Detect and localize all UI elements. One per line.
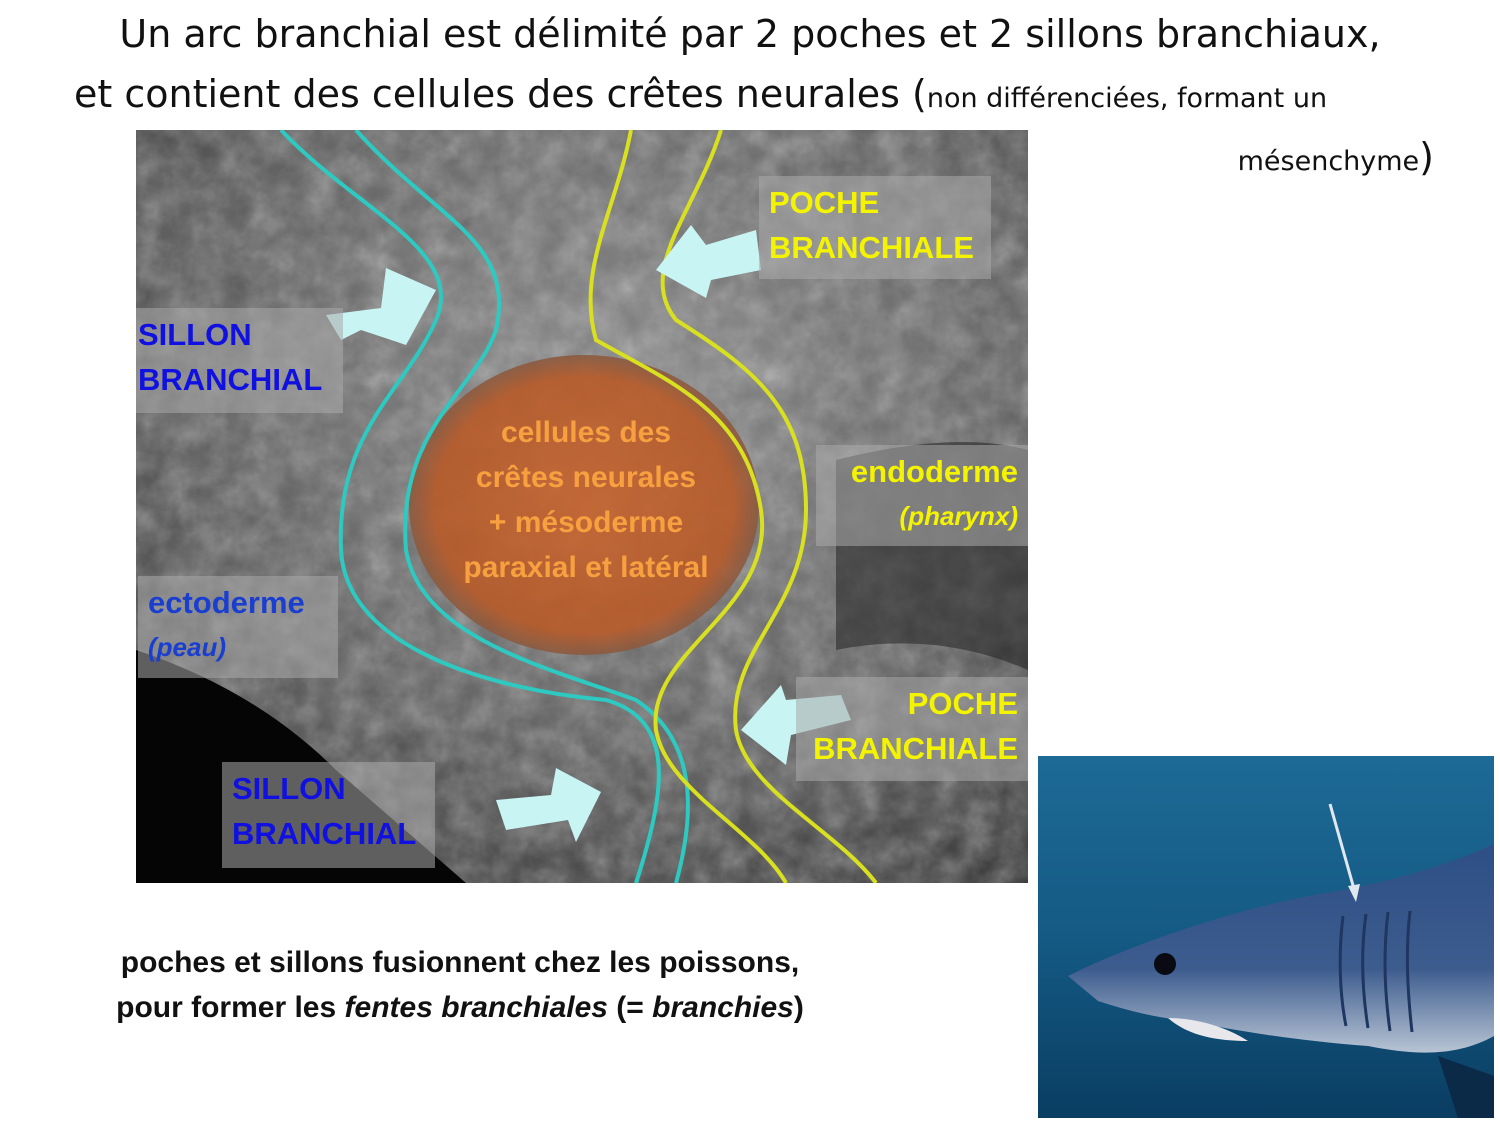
shark-eye (1154, 953, 1176, 975)
caption-italic: fentes branchiales (344, 991, 608, 1024)
label-sillon-top: SILLON BRANCHIAL (136, 308, 343, 413)
label-text: SILLON (232, 771, 346, 806)
label-text: + mésoderme (488, 506, 684, 539)
label-sillon-bottom: SILLON BRANCHIAL (222, 762, 435, 868)
label-text: BRANCHIALE (813, 731, 1018, 766)
label-text: (pharynx) (899, 501, 1018, 531)
caption-line1: poches et sillons fusionnent chez les po… (120, 946, 800, 979)
arrows (326, 225, 851, 842)
label-text: ectoderme (148, 585, 305, 620)
shark-photo (1038, 756, 1494, 1118)
caption-text: pour former les (116, 991, 345, 1024)
label-text: POCHE (769, 185, 880, 220)
label-text: endoderme (850, 454, 1018, 489)
label-text: BRANCHIALE (769, 230, 974, 265)
slide-title-line3: mésenchyme) (1238, 135, 1434, 179)
label-text: BRANCHIAL (232, 816, 417, 851)
label-ectoderme: ectoderme (peau) (138, 576, 338, 678)
arrow-sillon-bottom-icon (496, 768, 601, 842)
caption: poches et sillons fusionnent chez les po… (60, 940, 860, 1030)
title-line2-main: et contient des cellules des crêtes neur… (74, 72, 927, 116)
slide-title-line1: Un arc branchial est délimité par 2 poch… (119, 12, 1381, 56)
label-text: (peau) (148, 632, 226, 662)
label-text: SILLON (138, 317, 252, 352)
label-mesenchyme: cellules des crêtes neurales + mésoderme… (436, 410, 736, 590)
caption-text: (= (607, 991, 653, 1024)
caption-text: ) (793, 991, 804, 1024)
arrow-poche-top-icon (656, 225, 761, 298)
caption-italic: branchies (652, 991, 794, 1024)
label-text: cellules des (500, 416, 672, 449)
label-text: paraxial et latéral (463, 551, 709, 584)
label-text: POCHE (907, 686, 1018, 721)
mesenchyme-region (409, 355, 759, 655)
arrow-gill-icon (1328, 803, 1358, 897)
gill-slits (1338, 910, 1414, 1033)
label-endoderme: endoderme (pharynx) (816, 445, 1028, 546)
label-poche-top: POCHE BRANCHIALE (759, 176, 991, 279)
shark-illustration (1038, 756, 1494, 1118)
label-poche-bottom: POCHE BRANCHIALE (796, 677, 1028, 781)
caption-line2: pour former les fentes branchiales (= br… (60, 985, 860, 1030)
arrow-sillon-top-icon (326, 268, 436, 345)
slide-title-line2: et contient des cellules des crêtes neur… (74, 72, 1327, 116)
title-line3-small: mésenchyme (1237, 146, 1420, 177)
label-text: BRANCHIAL (138, 362, 323, 397)
ectoderm-lines (279, 130, 690, 883)
label-text: crêtes neurales (475, 461, 697, 494)
branchial-arch-micrograph: SILLON BRANCHIAL POCHE BRANCHIALE endode… (136, 130, 1028, 883)
title-line3-close: ) (1419, 135, 1434, 179)
title-line2-small: non différenciées, formant un (926, 83, 1328, 114)
